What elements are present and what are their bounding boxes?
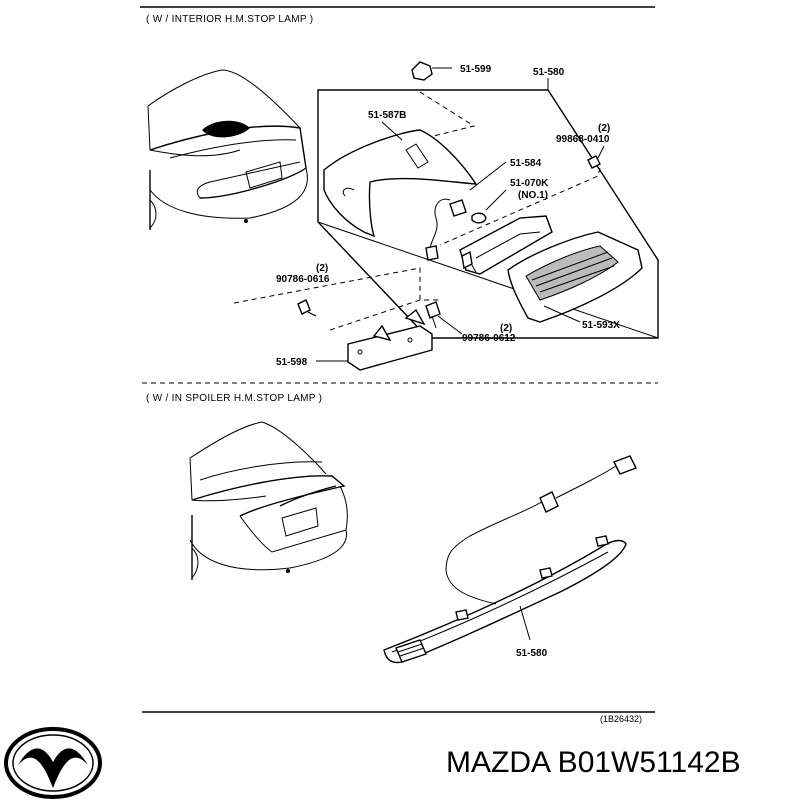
callout-51-580-bottom: 51-580 xyxy=(516,648,548,659)
lamp-body-51-070k xyxy=(459,215,553,275)
callout-90786-qty: (2) xyxy=(316,263,328,274)
callout-51-593x: 51-593X xyxy=(582,320,620,331)
callout-99868-0410: 99868-0410 xyxy=(556,134,610,145)
callout-51-580-top: 51-580 xyxy=(533,67,565,78)
callout-99868-qty: (2) xyxy=(598,123,610,134)
section-header-spoiler: ( W / IN SPOILER H.M.STOP LAMP ) xyxy=(146,393,322,404)
lamp-cover-51-587b xyxy=(323,121,478,238)
callout-51-599: 51-599 xyxy=(460,64,492,75)
bolt-51-599-icon xyxy=(411,61,452,81)
callout-51-070k: 51-070K xyxy=(510,178,549,189)
brand-caption: MAZDA B01W51142B xyxy=(446,746,741,779)
callout-51-598: 51-598 xyxy=(276,357,308,368)
callout-no1: (NO.1) xyxy=(518,190,548,201)
exploded-frame xyxy=(233,78,659,339)
callout-51-584: 51-584 xyxy=(510,158,542,169)
car-rear-bottom-illustration xyxy=(189,421,348,580)
callout-51-587b: 51-587B xyxy=(368,110,406,121)
screw-99868-icon xyxy=(587,145,605,169)
section-header-interior: ( W / INTERIOR H.M.STOP LAMP ) xyxy=(146,14,313,25)
callout-99786-qty: (2) xyxy=(500,323,512,334)
screw-99786-icon xyxy=(425,301,463,335)
callout-90786-0616: 90786-0616 xyxy=(276,274,330,285)
spoiler-lamp-51-580 xyxy=(383,455,637,664)
callout-99786-0612: 99786-0612 xyxy=(462,333,516,344)
bulb-socket-51-584 xyxy=(425,161,507,261)
figure-reference: (1B26432) xyxy=(600,714,642,724)
bracket-51-598 xyxy=(316,308,433,371)
lamp-location-mark xyxy=(202,120,250,138)
screw-90786-icon xyxy=(297,299,317,317)
mazda-logo-icon xyxy=(4,727,102,799)
lamp-lens-51-593x xyxy=(507,231,643,323)
car-rear-top-illustration xyxy=(147,69,308,230)
